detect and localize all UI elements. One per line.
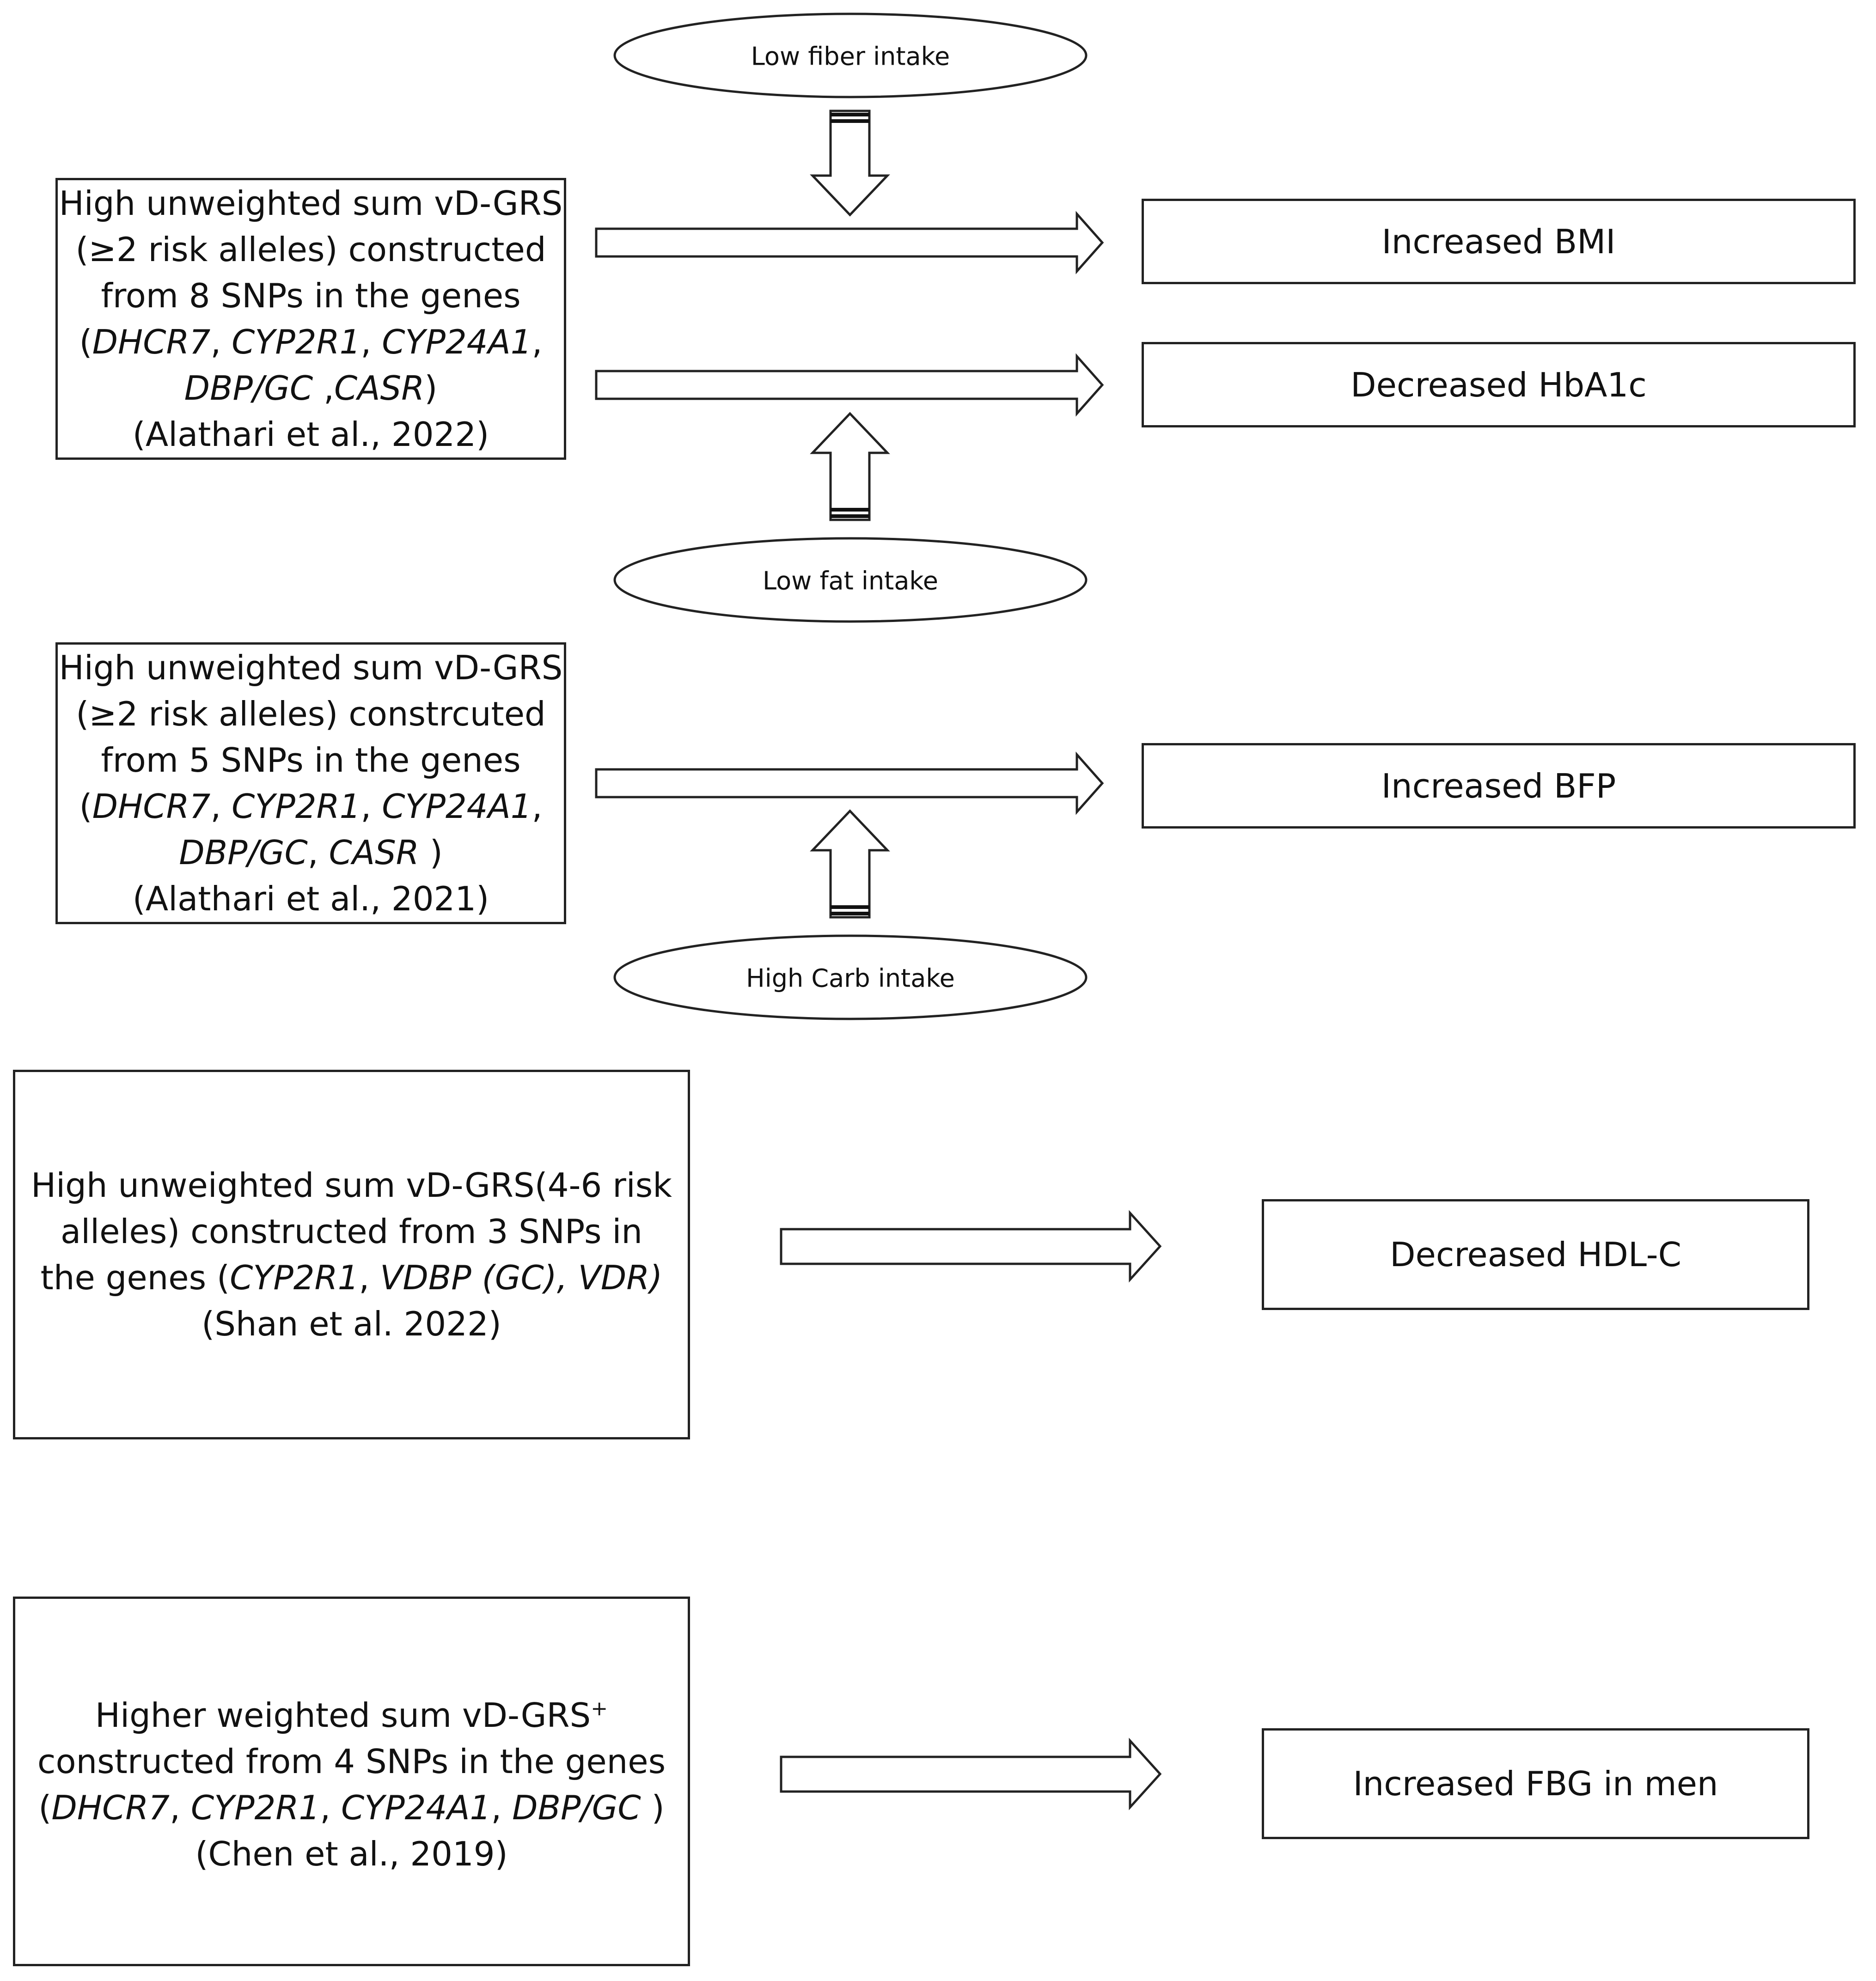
- study-genes: the genes (CYP2R1, VDBP (GC), VDR): [40, 1258, 663, 1297]
- arrow-to-fbg: [780, 1737, 1162, 1810]
- arrow-up-carb: [810, 809, 890, 919]
- arrow-up-fat: [810, 412, 890, 521]
- modifier-label-fat: Low fat intake: [762, 566, 939, 596]
- gene: CYP2R1: [230, 1258, 359, 1297]
- outcome-label: Decreased HbA1c: [1350, 365, 1647, 404]
- outcome-label: Decreased HDL-C: [1390, 1235, 1681, 1274]
- gene: CASR: [334, 369, 425, 408]
- arrow-down-fiber: [810, 110, 890, 217]
- study-genes: (DHCR7, CYP2R1, CYP24A1,: [79, 323, 543, 361]
- modifier-ellipse-carb: [613, 934, 1088, 1020]
- study-box-chen-2019: Higher weighted sum vD-GRS+ constructed …: [13, 1597, 690, 1966]
- arrow-to-hba1c: [595, 353, 1104, 417]
- modifier-label-carb: High Carb intake: [746, 963, 955, 993]
- modifier-ellipse-fat: [613, 537, 1088, 623]
- outcome-box-fbg: Increased FBG in men: [1262, 1728, 1809, 1839]
- study-citation: (Alathari et al., 2022): [132, 415, 489, 454]
- study-box-shan-2022: High unweighted sum vD-GRS(4-6 risk alle…: [13, 1070, 690, 1439]
- gene: CYP2R1: [232, 787, 361, 826]
- gene: DHCR7: [92, 323, 211, 361]
- study-line: High unweighted sum vD-GRS: [59, 648, 563, 687]
- gene: CYP24A1: [382, 323, 532, 361]
- gene: DBP/GC: [179, 833, 308, 872]
- outcome-box-bmi: Increased BMI: [1142, 199, 1856, 284]
- study-genes: DBP/GC ,CASR): [184, 369, 438, 408]
- modifier-ellipse-fiber: [613, 12, 1088, 98]
- study-line: constructed from 4 SNPs in the genes: [37, 1742, 666, 1781]
- arrow-to-bfp: [595, 751, 1104, 815]
- modifier-label-fiber: Low fiber intake: [751, 42, 950, 71]
- gene: CYP24A1: [382, 787, 532, 826]
- study-box-alathari-2022: High unweighted sum vD-GRS (≥2 risk alle…: [55, 178, 566, 460]
- study-line: High unweighted sum vD-GRS: [59, 184, 563, 223]
- study-citation: (Shan et al. 2022): [202, 1304, 501, 1343]
- study-line-text: Higher weighted sum vD-GRS: [95, 1696, 591, 1735]
- gene: DHCR7: [51, 1788, 170, 1827]
- study-genes: (DHCR7, CYP2R1, CYP24A1, DBP/GC ): [38, 1788, 665, 1827]
- gene: CYP24A1: [341, 1788, 491, 1827]
- study-genes: (DHCR7, CYP2R1, CYP24A1,: [79, 787, 543, 826]
- outcome-box-bfp: Increased BFP: [1142, 743, 1856, 829]
- study-line: High unweighted sum vD-GRS(4-6 risk: [31, 1166, 672, 1205]
- superscript: +: [591, 1697, 608, 1720]
- study-line: from 5 SNPs in the genes: [101, 741, 521, 780]
- study-box-alathari-2021: High unweighted sum vD-GRS (≥2 risk alle…: [55, 642, 566, 924]
- gene: CASR: [329, 833, 419, 872]
- arrow-to-bmi: [595, 211, 1104, 274]
- study-line: Higher weighted sum vD-GRS+: [37, 1686, 666, 1738]
- gene: VDBP (GC), VDR): [380, 1258, 663, 1297]
- outcome-box-hdl: Decreased HDL-C: [1262, 1199, 1809, 1310]
- gene: DHCR7: [92, 787, 211, 826]
- study-citation: (Chen et al., 2019): [195, 1835, 508, 1873]
- study-line: from 8 SNPs in the genes: [101, 276, 521, 315]
- gene: CYP2R1: [190, 1788, 320, 1827]
- study-line: (≥2 risk alleles) constrcuted: [76, 695, 546, 733]
- outcome-label: Increased FBG in men: [1353, 1764, 1718, 1803]
- study-genes: DBP/GC, CASR ): [179, 833, 443, 872]
- gene: DBP/GC: [512, 1788, 641, 1827]
- study-citation: (Alathari et al., 2021): [132, 879, 489, 918]
- study-line: (≥2 risk alleles) constructed: [75, 230, 546, 269]
- study-line: the genes (: [40, 1258, 230, 1297]
- outcome-box-hba1c: Decreased HbA1c: [1142, 342, 1856, 427]
- study-line: alleles) constructed from 3 SNPs in: [60, 1212, 643, 1251]
- gene: DBP/GC: [184, 369, 313, 408]
- gene: CYP2R1: [232, 323, 361, 361]
- outcome-label: Increased BFP: [1381, 766, 1616, 805]
- outcome-label: Increased BMI: [1381, 222, 1616, 261]
- arrow-to-hdl: [780, 1210, 1162, 1283]
